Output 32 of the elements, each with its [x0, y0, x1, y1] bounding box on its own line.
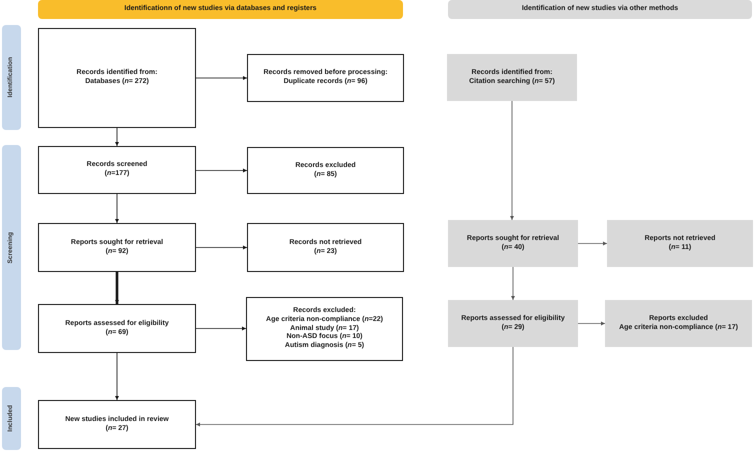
arrow: [196, 246, 248, 250]
process-box: [605, 300, 752, 347]
process-box: [607, 220, 753, 267]
arrow: [115, 352, 119, 400]
process-box: [247, 54, 404, 102]
phase-band: [2, 145, 21, 350]
arrow: [115, 194, 119, 224]
process-box: [38, 304, 196, 353]
process-box: [38, 223, 196, 272]
arrow: [578, 322, 606, 326]
arrow: [510, 100, 514, 220]
arrow: [115, 272, 119, 304]
arrow: [196, 346, 514, 426]
arrow: [196, 76, 248, 80]
section-header: [38, 0, 403, 19]
process-box: [448, 300, 578, 347]
process-box: [38, 400, 196, 449]
arrow: [511, 266, 515, 300]
arrow: [196, 168, 248, 172]
arrow: [115, 128, 119, 146]
phase-band: [2, 387, 21, 450]
process-box: [38, 28, 196, 128]
process-box: [448, 220, 578, 267]
process-box: [246, 297, 403, 361]
section-header: [448, 0, 752, 19]
arrow: [196, 326, 246, 330]
process-box: [247, 223, 404, 272]
process-box: [38, 146, 196, 194]
process-box: [247, 147, 404, 194]
phase-band: [2, 25, 21, 130]
arrow: [578, 242, 608, 246]
process-box: [447, 54, 577, 101]
